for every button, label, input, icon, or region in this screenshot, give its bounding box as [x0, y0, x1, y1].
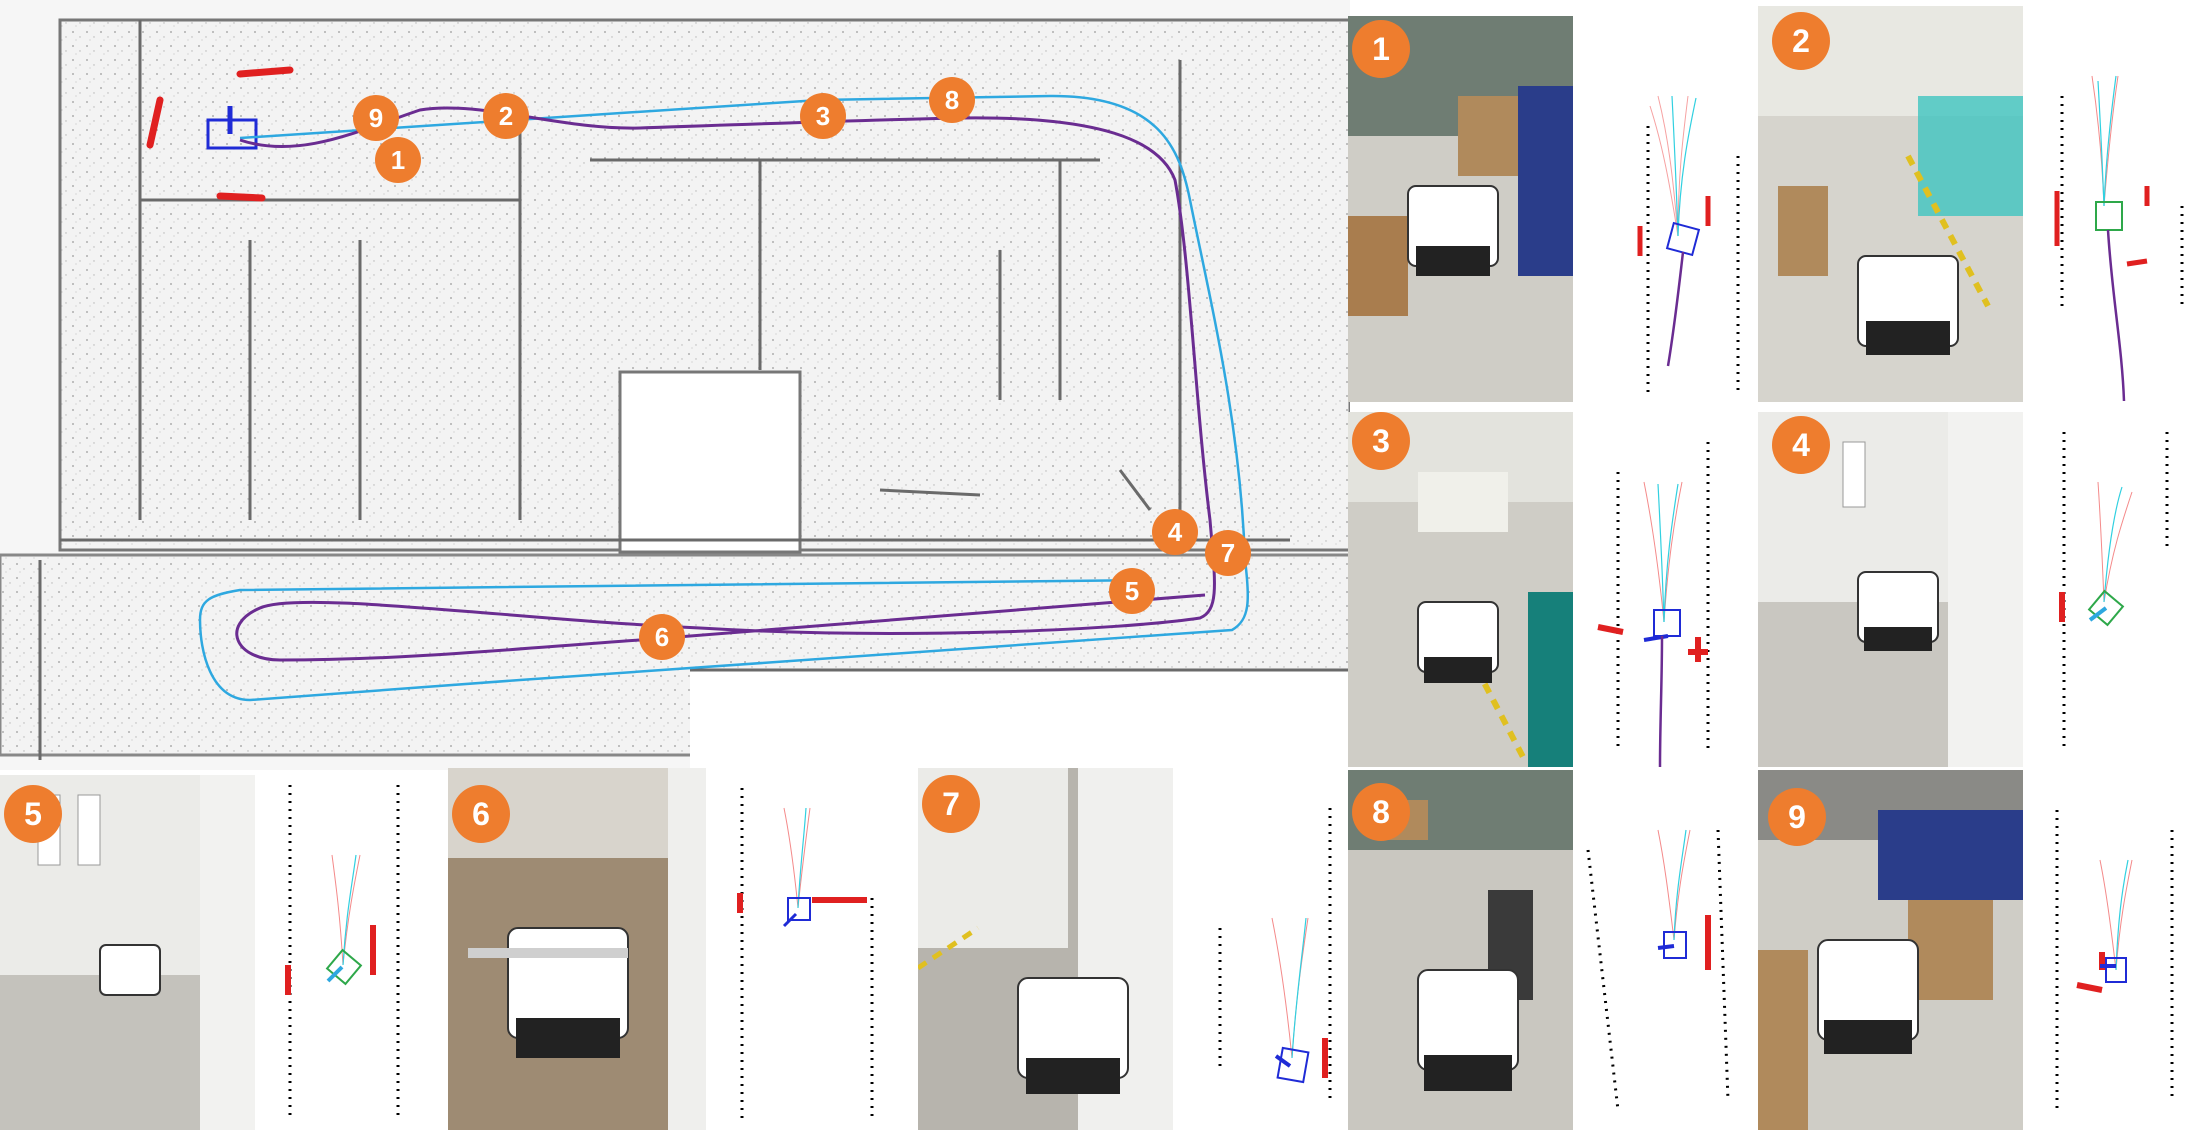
- map-marker-9: 9: [353, 95, 399, 141]
- snapshot-1-lidar: [1578, 16, 1748, 402]
- map-marker-8: 8: [929, 77, 975, 123]
- snapshot-7-lidar: [1180, 768, 1345, 1130]
- snapshot-6-badge: 6: [452, 785, 510, 843]
- snapshot-2-photo: [1758, 6, 2023, 402]
- robot: [99, 944, 161, 996]
- map-walls: [38, 20, 1350, 760]
- snapshot-7-badge: 7: [922, 775, 980, 833]
- map-marker-2: 2: [483, 93, 529, 139]
- snapshot-2-badge: 2: [1772, 12, 1830, 70]
- snapshot-2-lidar: [2032, 6, 2197, 402]
- snapshot-5-badge: 5: [4, 785, 62, 843]
- map-void: [618, 370, 802, 554]
- map-marker-1: 1: [375, 137, 421, 183]
- snapshot-3-badge: 3: [1352, 412, 1410, 470]
- map-marker-7: 7: [1205, 530, 1251, 576]
- snapshot-9-lidar: [2032, 770, 2197, 1130]
- snapshot-4-badge: 4: [1772, 416, 1830, 474]
- snapshot-8-badge: 8: [1352, 783, 1410, 841]
- map-marker-3: 3: [800, 93, 846, 139]
- snapshot-1-photo: [1348, 16, 1573, 402]
- snapshot-8-lidar: [1578, 770, 1748, 1130]
- map-void-bottom: [690, 670, 1350, 770]
- snapshot-3-lidar: [1578, 412, 1748, 767]
- purple-trajectory: [235, 106, 1216, 662]
- snapshot-1-badge: 1: [1352, 20, 1410, 78]
- occupancy-map-panel: 9 1 2 3 8 4 7 5 6: [0, 0, 1350, 770]
- map-obstacles: [146, 66, 294, 202]
- map-marker-5: 5: [1109, 568, 1155, 614]
- map-marker-6: 6: [639, 614, 685, 660]
- snapshot-9-photo: [1758, 770, 2023, 1130]
- snapshot-5-lidar: [258, 775, 433, 1130]
- snapshot-6-lidar: [712, 768, 880, 1130]
- map-marker-4: 4: [1152, 509, 1198, 555]
- snapshot-9-badge: 9: [1768, 788, 1826, 846]
- snapshot-4-lidar: [2032, 412, 2197, 767]
